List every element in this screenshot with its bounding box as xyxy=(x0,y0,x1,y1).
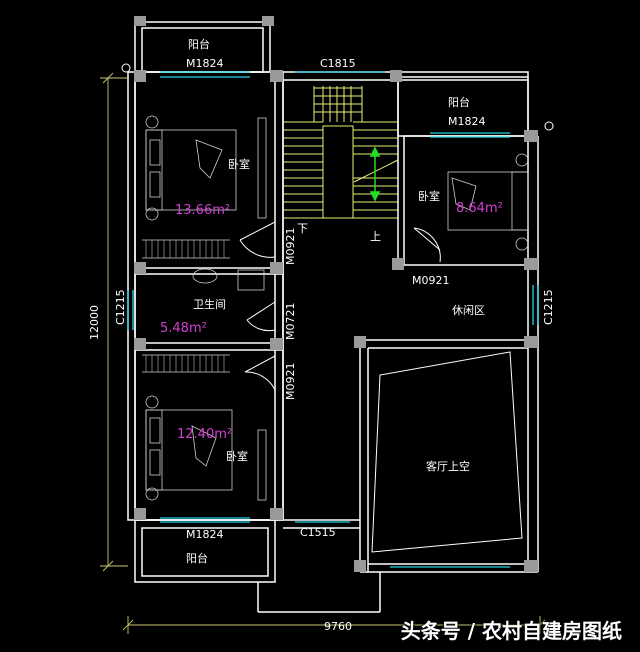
column-17 xyxy=(134,16,146,26)
label-bedroom-top-left: 卧室 xyxy=(228,157,250,171)
label-c1515: C1515 xyxy=(300,526,336,539)
column-8 xyxy=(270,338,283,350)
label-balcony-top: 阳台 xyxy=(188,37,210,51)
column-16 xyxy=(392,258,404,270)
dimension-lines xyxy=(100,72,546,634)
label-m1824-top: M1824 xyxy=(186,57,224,70)
basin xyxy=(192,268,218,284)
columns xyxy=(134,16,538,572)
label-m1824-bottom: M1824 xyxy=(186,528,224,541)
label-balcony-right: 阳台 xyxy=(448,95,470,109)
column-1 xyxy=(134,70,146,82)
label-stair-up: 上 xyxy=(370,230,381,243)
label-c1215-right: C1215 xyxy=(542,289,555,325)
doors xyxy=(239,221,441,391)
label-bedroom-bottom-left: 卧室 xyxy=(226,449,248,463)
column-13 xyxy=(354,560,366,572)
furniture xyxy=(142,115,529,501)
label-c1815: C1815 xyxy=(320,57,356,70)
column-7 xyxy=(134,338,146,350)
column-14 xyxy=(524,560,538,572)
living-void-outline xyxy=(371,351,523,553)
label-balcony-bottom: 阳台 xyxy=(186,551,208,565)
column-6 xyxy=(270,262,283,274)
column-12 xyxy=(524,336,538,348)
column-5 xyxy=(134,262,146,274)
label-m0921-right: M0921 xyxy=(412,274,450,287)
watermark: 头条号 / 农村自建房图纸 xyxy=(400,619,622,643)
column-2 xyxy=(270,70,283,82)
toilet xyxy=(237,269,265,291)
area-bedroom-top-left: 13.66m² xyxy=(175,203,230,218)
axis-markers xyxy=(121,63,554,131)
column-18 xyxy=(262,16,274,26)
column-11 xyxy=(354,336,366,348)
column-10 xyxy=(270,508,283,520)
walls xyxy=(127,21,539,613)
column-4 xyxy=(524,130,538,142)
label-width-dimension: 9760 xyxy=(324,620,352,633)
column-9 xyxy=(134,508,146,520)
staircase xyxy=(284,86,399,219)
label-m0921-lower: M0921 xyxy=(284,363,297,401)
area-bathroom: 5.48m² xyxy=(160,321,207,336)
area-bedroom-bottom-left: 12.40m² xyxy=(177,427,232,442)
label-m0721: M0721 xyxy=(284,303,297,341)
column-3 xyxy=(390,70,402,82)
label-height-dimension: 12000 xyxy=(88,305,101,340)
column-15 xyxy=(524,258,538,270)
label-m1824-right: M1824 xyxy=(448,115,486,128)
label-bedroom-right: 卧室 xyxy=(418,189,440,203)
label-stair-down: 下 xyxy=(297,222,308,235)
label-c1215-left: C1215 xyxy=(114,289,127,325)
area-bedroom-right: 8.64m² xyxy=(456,201,503,216)
label-living-void: 客厅上空 xyxy=(426,459,470,473)
label-lounge: 休闲区 xyxy=(452,303,485,317)
stair-well xyxy=(322,125,354,219)
stair-arrows xyxy=(369,146,381,202)
windows xyxy=(127,71,539,568)
label-m0921-upper: M0921 xyxy=(284,228,297,266)
wardrobe-hatch xyxy=(145,240,225,372)
label-bathroom: 卫生间 xyxy=(193,297,226,311)
